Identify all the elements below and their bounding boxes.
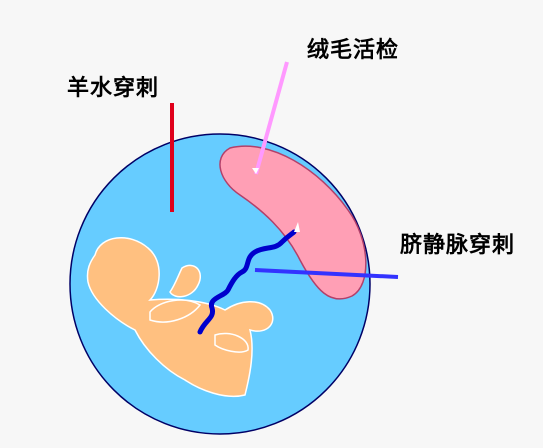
label-cordocentesis: 脐静脉穿刺 bbox=[400, 233, 516, 258]
villus-needle-tip bbox=[252, 168, 259, 174]
fetus-leg bbox=[214, 332, 249, 353]
fetus-arm bbox=[149, 299, 202, 323]
cord-arrow-tip bbox=[294, 222, 300, 232]
fetus-hand bbox=[169, 264, 202, 298]
villus-sampling-needle bbox=[254, 61, 289, 175]
umbilical-cord bbox=[197, 229, 297, 335]
placenta bbox=[219, 145, 367, 300]
label-chorionic-villus-sampling: 绒毛活检 bbox=[307, 38, 400, 63]
cordocentesis-needle bbox=[254, 268, 399, 279]
fetus bbox=[86, 237, 274, 398]
label-amniocentesis: 羊水穿刺 bbox=[67, 76, 160, 101]
